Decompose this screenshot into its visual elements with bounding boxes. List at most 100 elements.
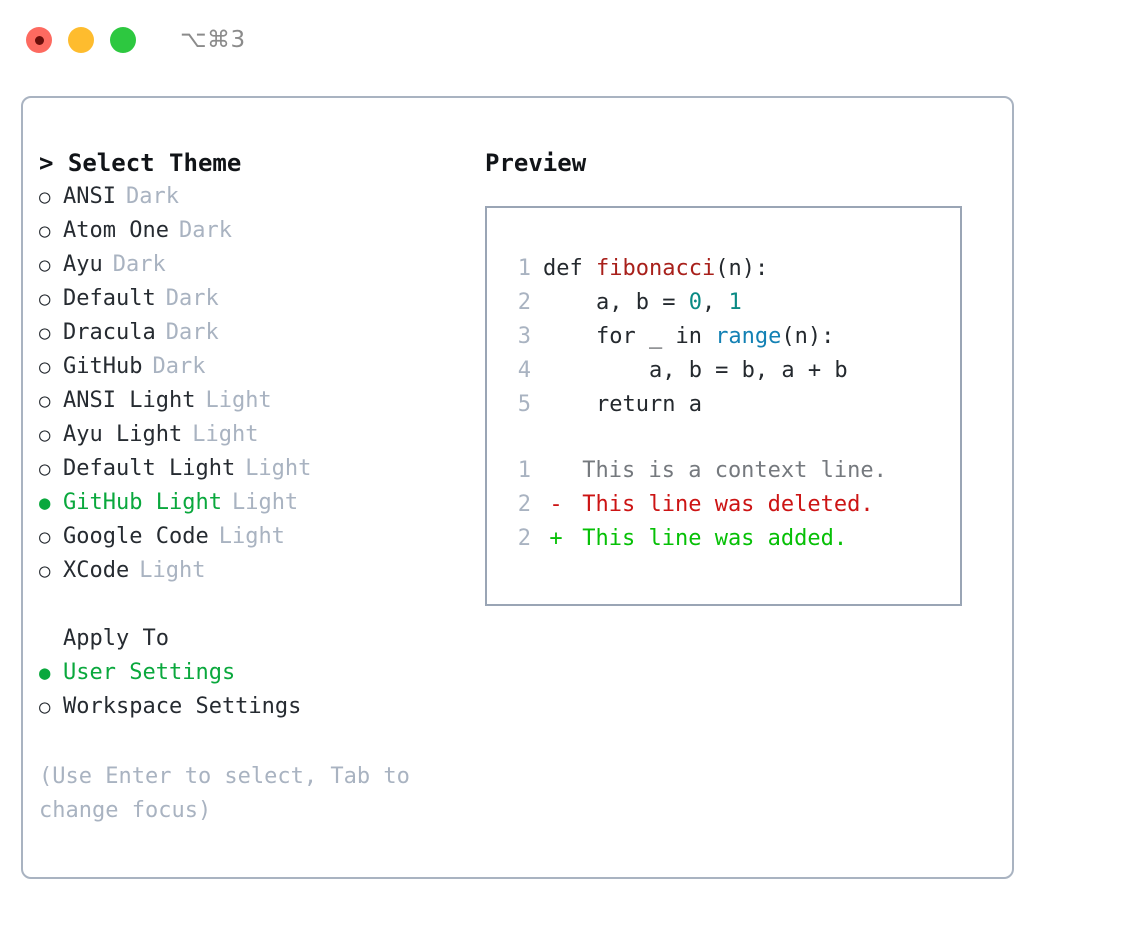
theme-variant-tag: Light (192, 422, 259, 447)
diff-line-text: This is a context line. (569, 458, 887, 483)
theme-option-label: Default (63, 286, 156, 311)
code-token-num: 1 (728, 290, 742, 315)
code-line-content: a, b = 0, 1 (543, 286, 742, 320)
code-token-call: range (715, 324, 782, 349)
code-line-content: for _ in range(n): (543, 320, 834, 354)
theme-option-label: Default Light (63, 456, 236, 481)
code-token-plain: a, b = (543, 290, 689, 315)
theme-option-label: ANSI Light (63, 388, 196, 413)
apply-to-option[interactable]: ○ Workspace Settings (39, 690, 485, 724)
theme-variant-tag: Dark (165, 286, 219, 311)
code-line-number: 2 (517, 290, 531, 315)
code-line: 2 a, b = 0, 1 (505, 286, 960, 320)
code-token-num: 0 (688, 290, 702, 315)
theme-option[interactable]: ○ Ayu Dark (39, 248, 485, 282)
radio-unselected-icon: ○ (39, 322, 51, 344)
code-line: 5 return a (505, 388, 960, 422)
radio-unselected-icon: ○ (39, 696, 51, 718)
code-line: 3 for _ in range(n): (505, 320, 960, 354)
diff-line: 2 + This line was added. (505, 522, 960, 556)
diff-marker-del: - (549, 492, 563, 517)
code-token-fn: fibonacci (595, 256, 716, 281)
theme-variant-tag: Light (218, 524, 285, 549)
theme-option-label: Ayu Light (63, 422, 183, 447)
theme-variant-tag: Light (139, 558, 206, 583)
select-theme-heading: > Select Theme (39, 146, 485, 180)
code-line: 4 a, b = b, a + b (505, 354, 960, 388)
theme-option[interactable]: ○ GitHub Dark (39, 350, 485, 384)
code-line-content: a, b = b, a + b (543, 354, 848, 388)
code-token-plain: (n): (715, 256, 769, 281)
preview-diff-block: 1 This is a context line.2- This line wa… (505, 454, 960, 556)
diff-line-number: 2 (517, 526, 531, 551)
prompt-caret-icon: > (39, 149, 54, 177)
theme-option-label: Dracula (63, 320, 156, 345)
apply-to-option[interactable]: ● User Settings (39, 656, 485, 690)
apply-to-option-label: User Settings (63, 660, 236, 685)
apply-to-heading-label: Apply To (63, 626, 169, 651)
theme-option-label: Atom One (63, 218, 169, 243)
theme-option-label: ANSI (63, 184, 116, 209)
theme-option[interactable]: ○ Dracula Dark (39, 316, 485, 350)
diff-line: 1 This is a context line. (505, 454, 960, 488)
radio-unselected-icon: ○ (39, 424, 51, 446)
keyboard-shortcut-label: ⌥⌘3 (180, 27, 246, 53)
diff-line: 2- This line was deleted. (505, 488, 960, 522)
select-theme-heading-label: Select Theme (67, 149, 242, 177)
theme-option-label: Ayu (63, 252, 103, 277)
title-bar: ⌥⌘3 (0, 0, 1140, 80)
theme-option[interactable]: ○ Default Dark (39, 282, 485, 316)
theme-option-label: GitHub Light (63, 490, 222, 515)
code-line-number: 1 (517, 256, 531, 281)
keyboard-hint-text: (Use Enter to select, Tab to change focu… (39, 764, 410, 823)
theme-option-label: GitHub (63, 354, 143, 379)
diff-line-text: This line was added. (569, 526, 848, 551)
theme-variant-tag: Dark (178, 218, 232, 243)
code-line: 1 def fibonacci(n): (505, 252, 960, 286)
diff-marker-ctx (543, 454, 569, 488)
theme-option[interactable]: ○ Google Code Light (39, 520, 485, 554)
minimize-window-button[interactable] (68, 27, 94, 53)
theme-variant-tag: Light (205, 388, 272, 413)
maximize-window-button[interactable] (110, 27, 136, 53)
code-line-number: 4 (517, 358, 531, 383)
theme-option-label: Google Code (63, 524, 209, 549)
theme-option[interactable]: ○ Ayu Light Light (39, 418, 485, 452)
code-line-content: def fibonacci(n): (543, 252, 768, 286)
theme-variant-tag: Dark (112, 252, 166, 277)
close-window-button[interactable] (26, 27, 52, 53)
radio-unselected-icon: ○ (39, 186, 51, 208)
diff-line-text: This line was deleted. (569, 492, 874, 517)
radio-unselected-icon: ○ (39, 526, 51, 548)
radio-selected-icon: ● (39, 662, 51, 684)
theme-variant-tag: Light (231, 490, 299, 515)
radio-unselected-icon: ○ (39, 560, 51, 582)
apply-to-heading: ○ Apply To (39, 622, 485, 656)
code-token-plain: (n): (781, 324, 835, 349)
code-line-content: return a (543, 388, 702, 422)
diff-marker-add: + (549, 526, 563, 551)
theme-option[interactable]: ○ XCode Light (39, 554, 485, 588)
radio-unselected-icon: ○ (39, 458, 51, 480)
radio-unselected-icon: ○ (39, 356, 51, 378)
theme-variant-tag: Dark (152, 354, 206, 379)
radio-unselected-icon: ○ (39, 288, 51, 310)
radio-unselected-icon: ○ (39, 254, 51, 276)
preview-spacer (505, 422, 960, 454)
apply-to-heading-spacer: ○ (39, 622, 63, 656)
theme-variant-tag: Dark (165, 320, 219, 345)
apply-to-option-label: Workspace Settings (63, 694, 302, 719)
theme-option-label: XCode (63, 558, 130, 583)
code-token-plain: def (543, 256, 596, 281)
